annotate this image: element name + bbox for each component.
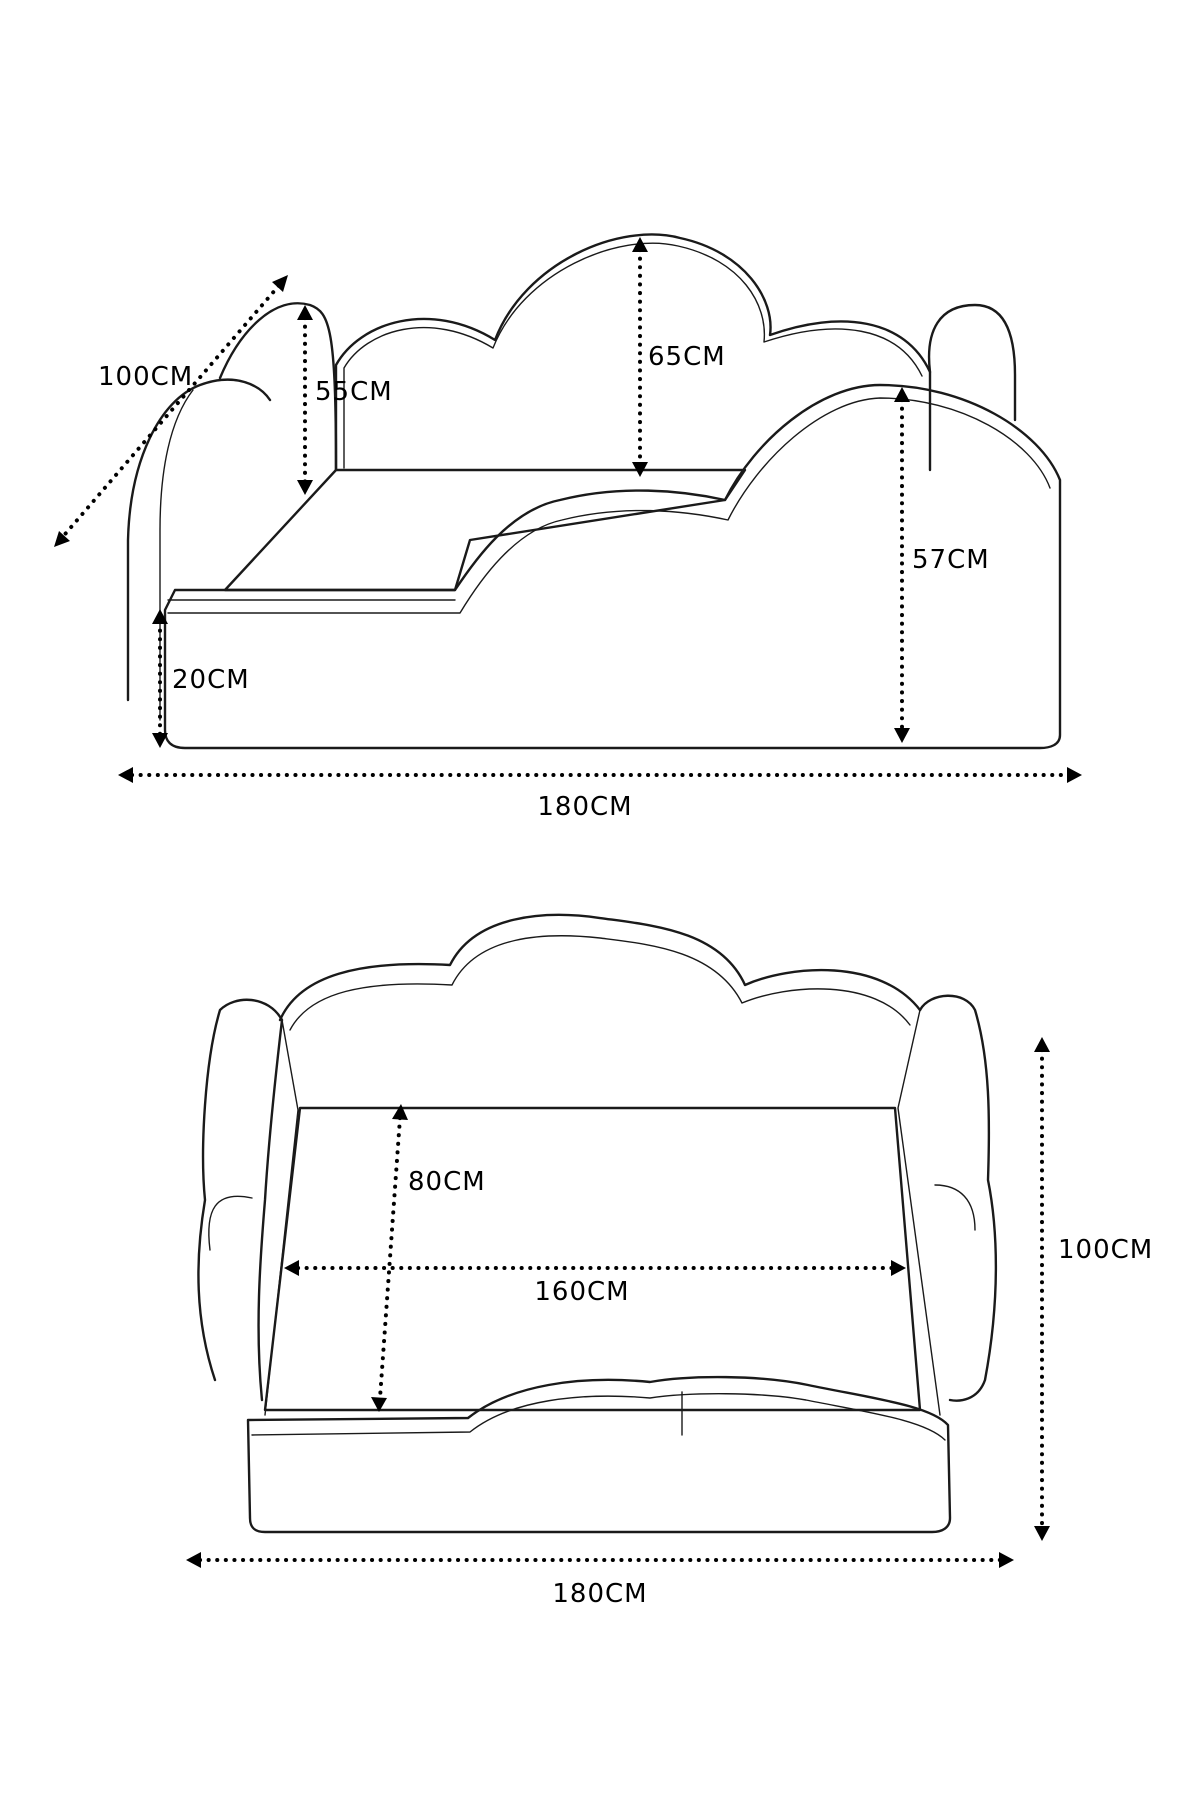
left-armrest-inner-line	[159, 389, 194, 721]
total-depth-arrow-bottom	[1034, 1526, 1050, 1541]
mattress-depth-label: 80CM	[408, 1167, 486, 1197]
left-armrest-outline	[218, 302, 338, 472]
depth-arrow-top	[272, 275, 288, 292]
top-right-armrest-inner	[934, 1184, 976, 1231]
mattress-width-label: 160CM	[534, 1277, 629, 1307]
front-panel-outline	[163, 383, 1062, 750]
top-back-panel-outline	[278, 913, 922, 1022]
mattress-width-arrow-right	[891, 1260, 906, 1276]
total-width-label: 180CM	[552, 1579, 647, 1609]
front-arrow-top	[894, 387, 910, 402]
total-depth-arrow-top	[1034, 1037, 1050, 1052]
top-left-armrest-inner	[208, 1195, 253, 1251]
armrest-arrow-top	[297, 305, 313, 320]
width-label: 180CM	[537, 792, 632, 822]
top-right-armrest-outline	[918, 994, 998, 1402]
depth-arrow-bottom	[54, 531, 70, 547]
base-height-label: 20CM	[172, 665, 250, 695]
armrest-height-label: 55CM	[315, 377, 393, 407]
top-view-dimensions: 80CM 160CM 100CM 180CM	[186, 1037, 1153, 1609]
top-left-inner-wall	[264, 1019, 299, 1416]
mattress-width-arrow-left	[284, 1260, 299, 1276]
left-armrest-front-outline	[126, 378, 272, 702]
width-arrow-right	[1067, 767, 1082, 783]
mattress-depth-line	[378, 1116, 402, 1400]
mattress-depth-arrow-bottom	[371, 1397, 387, 1412]
total-width-arrow-right	[999, 1552, 1014, 1568]
back-arrow-bottom	[632, 462, 648, 477]
top-left-armrest-outline	[197, 998, 284, 1402]
top-front-panel-inner	[251, 1393, 946, 1441]
top-view-bed-drawing	[197, 913, 998, 1534]
right-armrest-outline	[927, 303, 1017, 422]
top-front-panel-outline	[246, 1375, 952, 1534]
depth-label: 100CM	[98, 362, 193, 392]
base-arrow-bottom	[152, 733, 168, 748]
armrest-arrow-bottom	[297, 480, 313, 495]
depth-dimension-line	[58, 280, 284, 542]
top-back-panel-inner	[289, 935, 911, 1031]
back-height-label: 65CM	[648, 342, 726, 372]
front-height-label: 57CM	[912, 545, 990, 575]
back-panel-inner-line	[343, 242, 923, 469]
width-arrow-left	[118, 767, 133, 783]
back-arrow-top	[632, 237, 648, 252]
back-panel-outline	[334, 233, 932, 472]
side-view-dimensions: 100CM 55CM 65CM 57CM 20CM 180CM	[54, 237, 1082, 822]
total-width-arrow-left	[186, 1552, 201, 1568]
base-arrow-top	[152, 609, 168, 624]
total-depth-label: 100CM	[1058, 1235, 1153, 1265]
side-view-bed-drawing	[126, 233, 1062, 750]
top-right-inner-wall	[897, 1009, 941, 1416]
front-arrow-bottom	[894, 728, 910, 743]
mattress-depth-arrow-top	[392, 1104, 408, 1120]
top-mattress-outline	[263, 1106, 922, 1412]
front-panel-inner-line	[167, 397, 1051, 614]
